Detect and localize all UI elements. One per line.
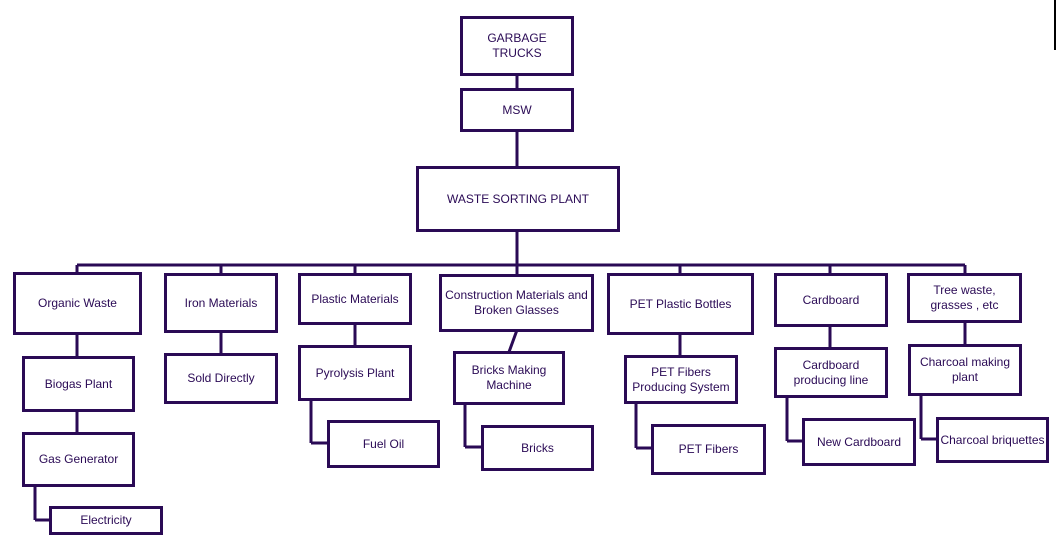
node-organic-waste: Organic Waste <box>13 272 142 335</box>
node-pet-plastic-bottles: PET Plastic Bottles <box>607 273 754 335</box>
node-msw: MSW <box>460 88 574 132</box>
node-label: Tree waste, grasses , etc <box>930 283 999 312</box>
node-label: Fuel Oil <box>362 436 405 451</box>
node-label: Cardboard <box>802 292 860 307</box>
node-garbage-trucks: GARBAGE TRUCKS <box>460 16 574 76</box>
node-label: Construction Materials and Broken Glasse… <box>445 288 588 317</box>
node-label: Bricks Making Machine <box>471 363 547 392</box>
node-label: Charcoal making plant <box>919 355 1011 384</box>
node-fuel-oil: Fuel Oil <box>327 420 440 468</box>
node-label: New Cardboard <box>816 434 902 449</box>
node-label: Charcoal briquettes <box>940 432 1045 447</box>
node-label: Biogas Plant <box>44 376 113 391</box>
node-label: Iron Materials <box>184 295 258 310</box>
node-label: Gas Generator <box>38 452 119 466</box>
node-construction-materials: Construction Materials and Broken Glasse… <box>439 274 594 332</box>
node-label: Organic Waste <box>38 296 117 310</box>
node-label: Cardboard producing line <box>793 357 869 387</box>
node-label: PET Fibers <box>678 442 739 456</box>
node-label: Pyrolysis Plant <box>315 365 395 380</box>
node-label: Sold Directly <box>187 371 255 385</box>
node-waste-sorting-plant: WASTE SORTING PLANT <box>416 166 620 232</box>
node-cardboard-producing-line: Cardboard producing line <box>774 347 888 398</box>
node-pyrolysis-plant: Pyrolysis Plant <box>298 345 412 401</box>
node-label: WASTE SORTING PLANT <box>446 191 590 206</box>
node-gas-generator: Gas Generator <box>22 432 135 487</box>
node-label: PET Fibers Producing System <box>632 364 730 394</box>
node-label: Electricity <box>80 513 132 527</box>
node-label: PET Plastic Bottles <box>629 296 732 311</box>
node-cardboard: Cardboard <box>774 273 888 327</box>
node-biogas-plant: Biogas Plant <box>22 356 135 412</box>
node-bricks-making-machine: Bricks Making Machine <box>453 351 565 405</box>
node-label: Plastic Materials <box>311 291 399 306</box>
node-iron-materials: Iron Materials <box>164 273 278 333</box>
node-tree-waste: Tree waste, grasses , etc <box>907 273 1022 323</box>
node-charcoal-making-plant: Charcoal making plant <box>908 344 1022 396</box>
node-pet-fibers: PET Fibers <box>651 424 766 475</box>
node-new-cardboard: New Cardboard <box>802 418 916 466</box>
node-bricks: Bricks <box>481 425 594 471</box>
node-charcoal-briquettes: Charcoal briquettes <box>936 417 1049 463</box>
node-label: Bricks <box>521 440 554 455</box>
node-plastic-materials: Plastic Materials <box>298 273 412 325</box>
right-edge-divider <box>1054 0 1056 50</box>
node-pet-fibers-producing-system: PET Fibers Producing System <box>624 355 738 404</box>
connector-construction-bricksmachine <box>507 329 519 353</box>
node-electricity: Electricity <box>49 506 163 535</box>
node-label: GARBAGE TRUCKS <box>487 31 547 60</box>
node-label: MSW <box>502 102 532 117</box>
node-sold-directly: Sold Directly <box>164 353 278 404</box>
